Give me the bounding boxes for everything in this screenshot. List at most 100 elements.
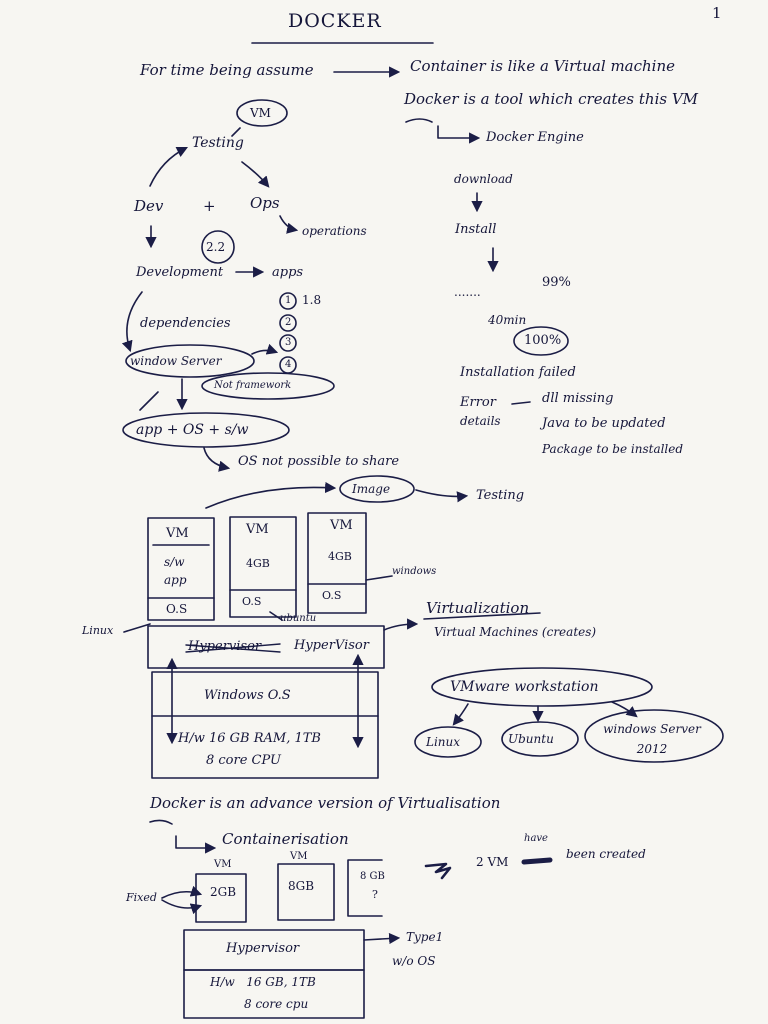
progress-dots: .......: [454, 285, 481, 299]
containerisation-label: Containerisation: [222, 830, 349, 848]
docker-advance-text: Docker is an advance version of Virtuali…: [150, 794, 501, 812]
app-os-sw-ellipse: [122, 412, 290, 448]
hw-line1-label: H/w 16 GB RAM, 1TB: [178, 731, 321, 746]
page-title: DOCKER: [288, 10, 382, 32]
testing-label: Testing: [192, 135, 244, 151]
container-like-vm-text: Container is like a Virtual machine: [410, 57, 676, 75]
plus-sign: +: [203, 197, 216, 215]
hw-line2-label: 8 core CPU: [206, 753, 281, 768]
been-created-label: been created: [566, 847, 646, 861]
error-dash-line: [511, 401, 531, 405]
version-label: 2.2: [206, 240, 226, 254]
page-number: 1: [712, 4, 722, 22]
container-hypervisor-label: Hypervisor: [226, 941, 300, 956]
docker-underline: [405, 118, 433, 123]
winserver-ellipse: [584, 709, 724, 763]
container-box1-value: 2GB: [210, 885, 237, 899]
container-vm-box-3: [347, 859, 383, 917]
not-framework-ellipse: [201, 372, 335, 400]
windows-pointer: [365, 575, 393, 581]
image-to-testing-arrow: [415, 489, 469, 503]
vm-pointer: [231, 127, 241, 137]
ubuntu-pointer: [269, 611, 283, 621]
vm2-os: O.S: [242, 595, 262, 608]
vm3-line1: 4GB: [328, 550, 352, 563]
dll-missing-label: dll missing: [542, 391, 614, 406]
app-os-sw-label: app + OS + s/w: [136, 422, 249, 438]
virtual-machines-label: Virtual Machines (creates): [434, 625, 597, 639]
vmware-to-linux-arrow: [452, 703, 469, 726]
ops-label: Ops: [250, 194, 280, 212]
assume-text: For time being assume: [140, 61, 314, 79]
install-label: Install: [455, 222, 497, 237]
dev-label: Dev: [134, 197, 164, 215]
version-circle: [201, 230, 235, 264]
fixed-arrow-2: [161, 899, 203, 915]
window-server-arrow: [251, 343, 279, 355]
ubuntu-ellipse: [501, 721, 579, 757]
vmware-to-winserver-arrow: [611, 701, 638, 718]
wo-os-label: w/o OS: [392, 954, 436, 968]
container-vm-label-1: VM: [214, 859, 232, 870]
num-1-label: 1.8: [302, 293, 322, 307]
development-down-arrow: [121, 291, 143, 353]
virtualization-label: Virtualization: [426, 599, 530, 617]
window-server-label: window Server: [130, 354, 222, 368]
details-label: details: [460, 414, 501, 428]
num-4: 4: [285, 359, 292, 370]
vmware-ellipse: [431, 667, 653, 707]
num-3: 3: [285, 337, 292, 348]
image-testing-label: Testing: [476, 488, 525, 503]
vm1-os: O.S: [166, 602, 188, 616]
container-vm-box-2: [277, 863, 335, 921]
fixed-arrow-1: [161, 885, 203, 899]
docker-engine-arrow: [437, 125, 481, 144]
child-ubuntu-label: Ubuntu: [508, 732, 554, 746]
linux-ellipse: [414, 726, 482, 758]
vm1-title: VM: [166, 526, 189, 541]
os-not-possible-label: OS not possible to share: [238, 454, 400, 469]
child-linux-label: Linux: [426, 735, 461, 749]
vm-circle: [236, 99, 288, 127]
development-label: Development: [136, 265, 224, 280]
fixed-label: Fixed: [126, 891, 157, 904]
ubuntu-label: ubuntu: [280, 613, 317, 624]
error-dash: –: [516, 396, 523, 409]
num-2: 2: [285, 317, 292, 328]
java-label: Java to be updated: [542, 416, 666, 431]
error-label: Error: [460, 395, 496, 410]
vm-label: VM: [250, 106, 271, 120]
download-label: download: [454, 172, 513, 186]
container-box3-question: ?: [372, 888, 378, 901]
percent-99: 99%: [542, 275, 571, 290]
linux-pointer: [123, 623, 151, 633]
docker-tool-text: Docker is a tool which creates this VM: [404, 90, 699, 108]
container-hw-box: [183, 969, 365, 1019]
num-circle-2: [279, 314, 297, 332]
scribble-mark-2: [521, 857, 553, 865]
have-label: have: [524, 833, 548, 844]
virtualization-underline: [423, 612, 541, 620]
two-vm-label: 2 VM: [476, 855, 509, 869]
percent-100: 100%: [524, 333, 562, 348]
num-circle-3: [279, 334, 297, 352]
hypervisor-strike-2: [185, 644, 281, 653]
os-share-arrow: [203, 447, 231, 472]
image-ellipse: [339, 475, 415, 503]
dependencies-label: dependencies: [140, 316, 231, 331]
container-box2-value: 8GB: [288, 879, 315, 893]
scribble-mark: [424, 862, 452, 880]
vm3-os: O.S: [322, 589, 342, 602]
windows-os-label: Windows O.S: [204, 688, 291, 703]
hundred-percent-ellipse: [513, 326, 569, 356]
vm3-title: VM: [330, 518, 353, 533]
container-hw-line1: H/w 16 GB, 1TB: [210, 975, 316, 989]
ops-operations-arrow: [279, 215, 299, 234]
vm-box-2: [229, 516, 297, 618]
windows-label: windows: [392, 566, 437, 577]
dev-to-testing-arrow: [149, 146, 189, 187]
os-hardware-box: [151, 671, 379, 779]
container-vm-label-2: VM: [290, 851, 308, 862]
vm2-line1: 4GB: [246, 557, 270, 570]
